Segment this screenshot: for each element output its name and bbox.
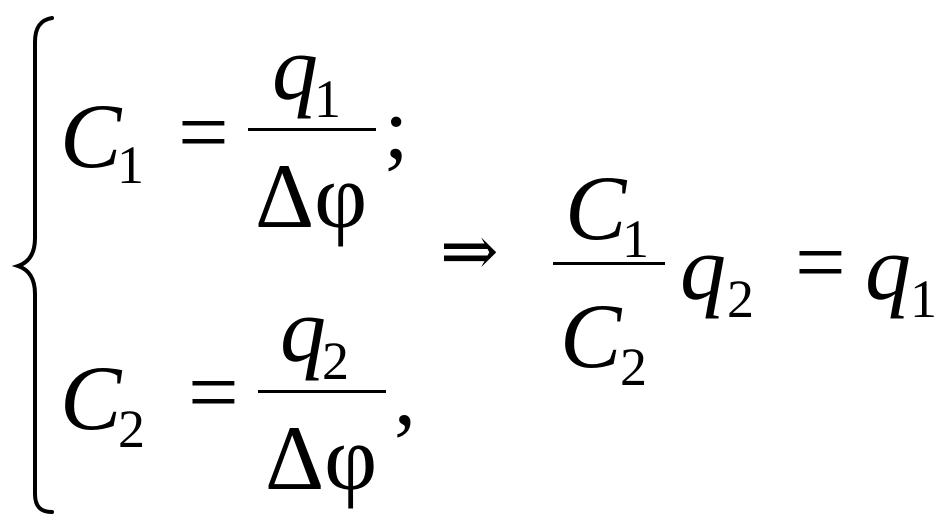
row2-fraction-bar: [258, 390, 386, 393]
result-rhs-sub: 1: [910, 269, 937, 329]
result-fraction-numerator-sub: 1: [622, 209, 649, 269]
row1-semicolon: ;: [384, 81, 409, 178]
row1-numerator: q: [272, 17, 318, 119]
result-fraction-numerator: C: [565, 157, 627, 259]
result-fraction-denominator-sub: 2: [620, 337, 647, 397]
row2-numerator-sub: 2: [322, 331, 349, 391]
row2-denominator: Δφ: [265, 407, 378, 509]
result-fraction-bar: [553, 262, 665, 265]
result-equals: =: [795, 213, 846, 312]
result-charge-sub: 2: [727, 269, 754, 329]
row2-equals: =: [188, 343, 239, 442]
row1-capacitor: C: [60, 85, 122, 187]
row1-equals: =: [178, 83, 229, 182]
row2-capacitor: C: [60, 347, 122, 449]
row1-fraction-bar: [248, 128, 376, 131]
row1-denominator: Δφ: [255, 145, 368, 247]
row1-numerator-sub: 1: [314, 69, 341, 129]
row2-capacitor-sub: 2: [118, 399, 145, 459]
result-rhs: q: [865, 217, 911, 319]
result-charge: q: [680, 217, 726, 319]
result-fraction-denominator: C: [560, 285, 622, 387]
implies-arrow: ⇒: [440, 214, 499, 291]
row2-comma: ,: [394, 347, 416, 444]
row1-capacitor-sub: 1: [117, 135, 144, 195]
row2-numerator: q: [280, 279, 326, 381]
